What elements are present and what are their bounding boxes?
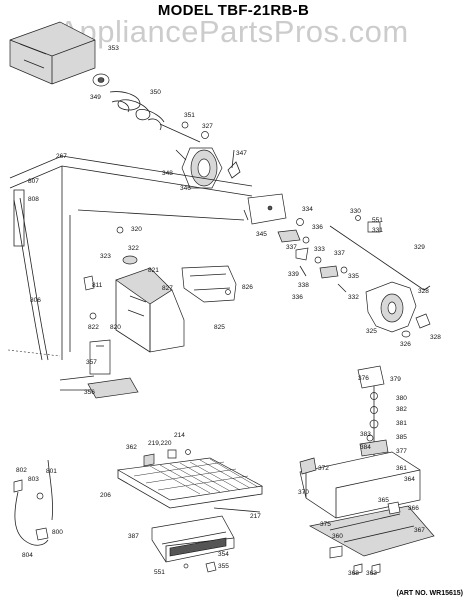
part-label: 349	[90, 94, 101, 101]
model-title: MODEL TBF-21RB-B	[157, 2, 310, 19]
part-label: 356	[84, 389, 95, 396]
defrost-control-drawing	[299, 365, 435, 575]
part-label: 826	[242, 284, 253, 291]
part-label: 376	[358, 375, 369, 382]
part-label: 326	[400, 341, 411, 348]
part-label: 381	[396, 420, 407, 427]
part-label: 551	[372, 217, 383, 224]
part-label: 804	[22, 552, 33, 559]
damper-control-drawing	[243, 193, 431, 338]
part-label: 803	[28, 476, 39, 483]
part-label: 337	[334, 250, 345, 257]
part-label: 330	[350, 208, 361, 215]
part-label: 821	[148, 267, 159, 274]
part-label: 334	[302, 206, 313, 213]
part-label: 206	[100, 492, 111, 499]
part-label: 802	[16, 467, 27, 474]
part-label: 336	[292, 294, 303, 301]
part-label: 346	[180, 185, 191, 192]
part-label: 322	[128, 245, 139, 252]
part-label: 339	[288, 271, 299, 278]
part-label: 361	[396, 465, 407, 472]
part-label: 217	[250, 513, 261, 520]
watermark: AppliancePartsPros.com	[58, 14, 409, 49]
part-label: 328	[418, 288, 429, 295]
part-label: 365	[378, 497, 389, 504]
part-label: 384	[360, 444, 371, 451]
evaporator-cover-drawing	[87, 265, 237, 399]
part-label: 329	[414, 244, 425, 251]
part-labels: 353 349 350 351 327 347 348 346 267 807 808 320 322 3…	[16, 45, 441, 577]
part-label: 219,220	[148, 440, 172, 447]
part-label: 820	[110, 324, 121, 331]
part-label: 347	[236, 150, 247, 157]
part-label: 355	[218, 563, 229, 570]
fan-motor-assembly-drawing	[9, 21, 241, 189]
part-label: 357	[86, 359, 97, 366]
part-label: 800	[52, 529, 63, 536]
part-label: 323	[100, 253, 111, 260]
part-label: 827	[162, 285, 173, 292]
part-label: 351	[184, 112, 195, 119]
part-label: 387	[128, 533, 139, 540]
part-label: 551	[154, 569, 165, 576]
art-number: (ART NO. WR15615)	[396, 590, 463, 597]
part-label: 807	[28, 178, 39, 185]
part-label: 335	[348, 273, 359, 280]
part-label: 354	[218, 551, 229, 558]
part-label: 367	[414, 527, 425, 534]
part-label: 214	[174, 432, 185, 439]
part-label: 380	[396, 395, 407, 402]
part-label: 267	[56, 153, 67, 160]
part-label: 325	[366, 328, 377, 335]
part-label: 370	[298, 489, 309, 496]
part-label: 801	[46, 468, 57, 475]
cabinet-outline-drawing	[7, 155, 253, 391]
shelf-drawer-drawing	[116, 449, 264, 573]
part-label: 320	[131, 226, 142, 233]
part-label: 353	[108, 45, 119, 52]
part-label: 379	[390, 376, 401, 383]
part-label: 806	[30, 297, 41, 304]
part-label: 822	[88, 324, 99, 331]
part-label: 327	[202, 123, 213, 130]
part-label: 368	[348, 570, 359, 577]
part-label: 336	[312, 224, 323, 231]
part-label: 382	[396, 406, 407, 413]
part-label: 362	[126, 444, 137, 451]
part-label: 348	[162, 170, 173, 177]
part-label: 332	[348, 294, 359, 301]
part-label: 385	[396, 434, 407, 441]
part-label: 808	[28, 196, 39, 203]
part-label: 825	[214, 324, 225, 331]
part-label: 338	[298, 282, 309, 289]
part-label: 811	[92, 282, 103, 289]
part-label: 333	[314, 246, 325, 253]
part-label: 328	[430, 334, 441, 341]
part-label: 337	[286, 244, 297, 251]
part-label: 360	[332, 533, 343, 540]
part-label: 364	[404, 476, 415, 483]
part-label: 345	[256, 231, 267, 238]
part-label: 383	[360, 431, 371, 438]
part-label: 331	[372, 227, 383, 234]
part-label: 377	[396, 448, 407, 455]
heater-wire-drawing	[13, 459, 53, 546]
part-label: 375	[320, 521, 331, 528]
part-label: 366	[408, 505, 419, 512]
part-label: 372	[318, 465, 329, 472]
part-label: 363	[366, 570, 377, 577]
part-label: 350	[150, 89, 161, 96]
